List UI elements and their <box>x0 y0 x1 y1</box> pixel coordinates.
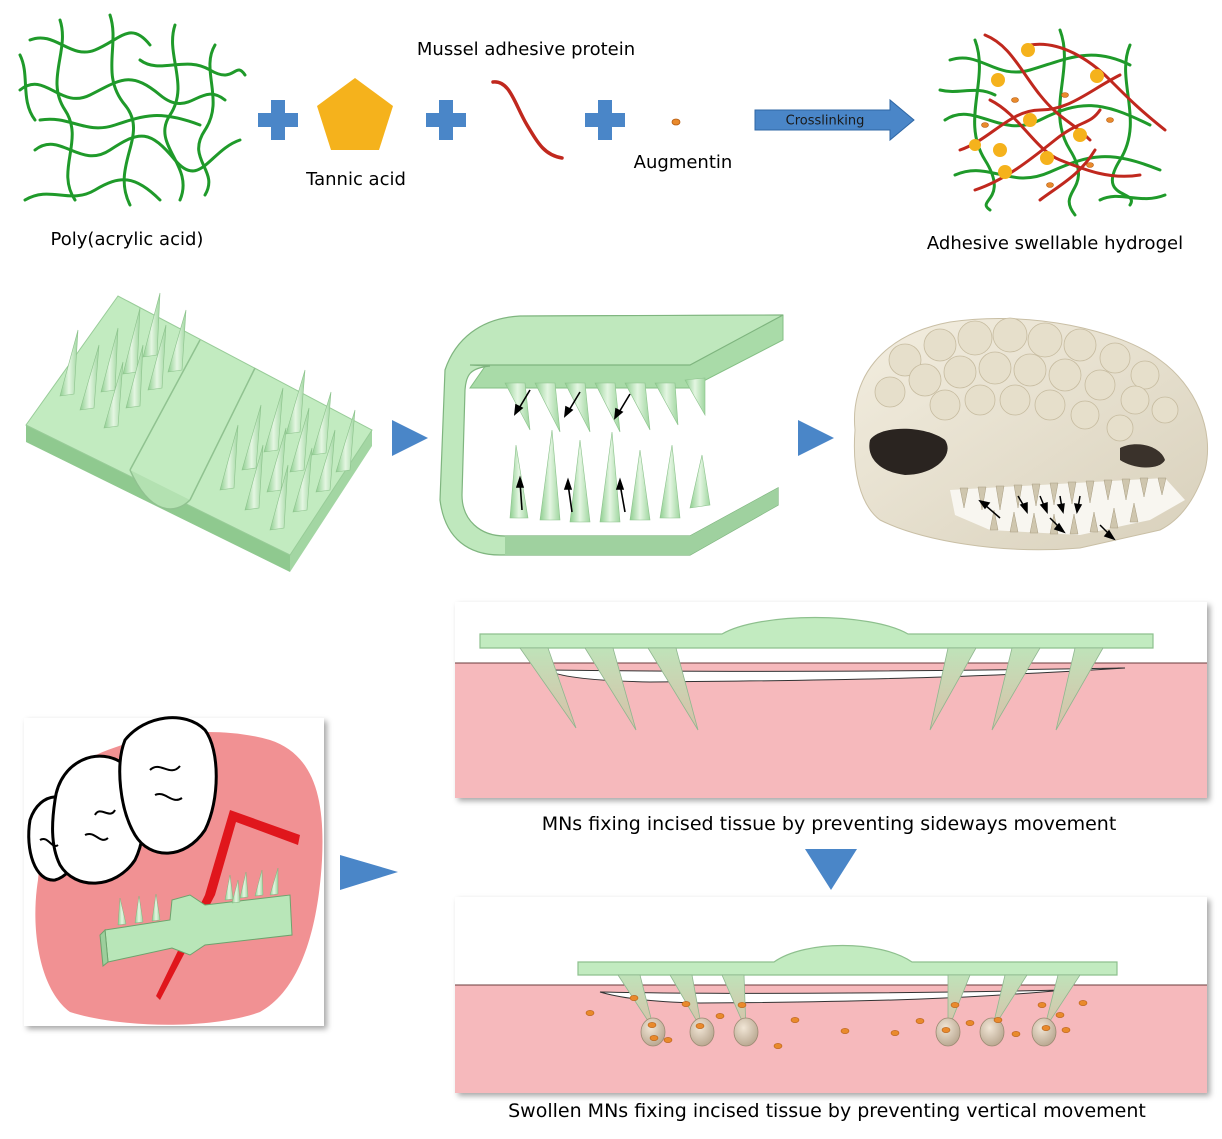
tannic-acid-pentagon <box>317 78 393 150</box>
poly-acrylic-acid-label: Poly(acrylic acid) <box>51 229 204 250</box>
augmentin-particle <box>671 118 681 126</box>
crosslinking-label: Crosslinking <box>786 114 865 129</box>
sideways-cross-section-panel <box>455 602 1207 798</box>
gum-teeth-illustration <box>27 716 323 1025</box>
sideways-caption: MNs fixing incised tissue by preventing … <box>542 813 1117 835</box>
arrow-right-icon <box>798 420 834 456</box>
flat-microneedle-patch <box>25 292 373 572</box>
mussel-protein-strand <box>491 80 564 160</box>
tannic-acid-label: Tannic acid <box>305 169 406 190</box>
plus-icon <box>258 100 298 140</box>
hydrogel-network <box>938 28 1167 217</box>
mussel-protein-label: Mussel adhesive protein <box>417 39 635 60</box>
plus-icon <box>585 100 625 140</box>
plus-icon <box>426 100 466 140</box>
arrow-right-icon <box>392 420 428 456</box>
vertical-caption: Swollen MNs fixing incised tissue by pre… <box>508 1100 1146 1122</box>
folded-microneedle-patch <box>439 314 784 556</box>
poly-acrylic-acid-network <box>18 13 247 207</box>
snake-skull-illustration <box>853 317 1209 551</box>
vertical-cross-section-panel <box>455 897 1207 1093</box>
arrow-right-icon <box>340 855 398 890</box>
arrow-down-icon <box>805 849 857 890</box>
crosslinking-arrow: Crosslinking <box>754 98 915 142</box>
augmentin-label: Augmentin <box>634 152 733 173</box>
hydrogel-label: Adhesive swellable hydrogel <box>927 233 1183 254</box>
